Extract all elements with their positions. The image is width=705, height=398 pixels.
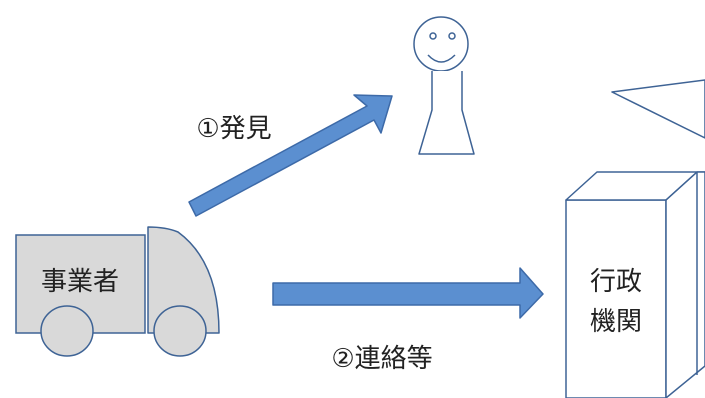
discover-arrow (188, 94, 393, 217)
government-label-line1: 行政 (590, 267, 642, 297)
truck-wheel-front (153, 305, 207, 357)
government-building-icon (565, 171, 705, 398)
contact-label: ②連絡等 (331, 344, 432, 374)
building-top-edge (665, 171, 698, 201)
person-head (413, 16, 469, 72)
person-body (418, 71, 475, 155)
truck-cab (147, 226, 220, 334)
person-icon (413, 16, 475, 155)
person-smile (427, 54, 456, 63)
discover-label: ①発見 (196, 114, 271, 144)
truck-wheel-rear (40, 305, 94, 357)
person-eye-right (448, 32, 456, 40)
building-front (565, 199, 667, 398)
government-label-line2: 機関 (590, 307, 642, 337)
contact-arrow (272, 267, 544, 319)
truck-icon (15, 226, 220, 357)
speech-bubble-icon (611, 79, 705, 139)
building-top (565, 171, 705, 201)
building-side (665, 171, 705, 398)
truck-label: 事業者 (41, 267, 119, 297)
person-eye-left (429, 32, 437, 40)
